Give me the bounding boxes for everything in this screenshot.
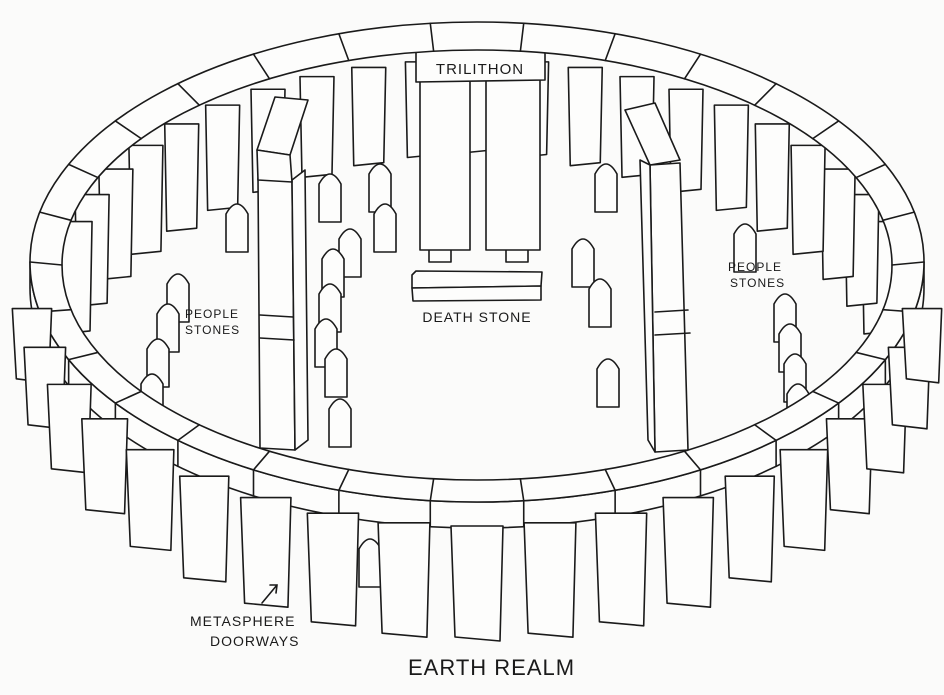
lintel-joint xyxy=(177,82,201,107)
arrow-icon xyxy=(261,584,278,604)
lintel-joint xyxy=(338,32,350,62)
lintel-joint xyxy=(252,53,271,80)
lintel-joint xyxy=(604,468,616,492)
metasphere-label-2: DOORWAYS xyxy=(210,633,299,649)
people-stone xyxy=(594,163,618,213)
lintel-joint xyxy=(753,423,777,442)
upright-stone xyxy=(377,521,431,638)
upright-stone xyxy=(125,448,175,552)
back-upright-stone xyxy=(204,104,241,212)
back-upright-stone xyxy=(713,104,750,212)
lintel-joint xyxy=(519,22,525,52)
people-stones-left-label-2: STONES xyxy=(185,323,240,337)
front-uprights xyxy=(11,307,943,642)
back-upright-stone xyxy=(790,144,826,256)
trilithon-right-pillar xyxy=(485,77,541,251)
upright-stone xyxy=(662,496,715,608)
lintel-joint xyxy=(855,351,887,361)
lintel-joint xyxy=(882,211,916,222)
lintel-joint xyxy=(114,120,143,140)
lintel-joint xyxy=(811,390,840,404)
upright-stone xyxy=(825,418,873,515)
upright-stone xyxy=(450,525,504,642)
upright-stone xyxy=(523,521,577,638)
lintel-joint xyxy=(519,478,525,502)
lintel-ring xyxy=(29,21,925,529)
upright-stone xyxy=(779,448,829,552)
people-stone xyxy=(373,203,397,253)
back-upright-stone xyxy=(754,123,791,232)
lintel-joints xyxy=(29,22,925,528)
lintel-joint xyxy=(252,450,271,471)
lintel-joint xyxy=(67,351,99,361)
lintel-joint xyxy=(177,423,201,442)
people-stone xyxy=(733,223,757,273)
back-upright-stone xyxy=(350,66,387,167)
lintel-joint xyxy=(67,163,99,179)
lintel-joint xyxy=(753,82,777,107)
trilithon: TRILITHON xyxy=(415,47,546,251)
upright-stone xyxy=(306,512,360,627)
upright-stone xyxy=(724,475,776,583)
people-stone xyxy=(596,358,620,408)
lintel-joint xyxy=(38,211,72,222)
people-stone xyxy=(328,398,352,448)
people-stone xyxy=(571,238,595,288)
upright-stone xyxy=(81,418,129,515)
lintel-joint xyxy=(429,22,435,52)
lintel-joint xyxy=(811,120,840,140)
lintel-joint xyxy=(114,390,143,404)
people-stone xyxy=(318,173,342,223)
people-stones-left-label-1: PEOPLE xyxy=(185,307,239,321)
back-upright-stone xyxy=(299,75,335,179)
people-stone xyxy=(368,163,392,213)
trilithon-left-pillar xyxy=(419,77,471,251)
lintel-joint xyxy=(891,261,925,266)
back-upright-stone xyxy=(163,123,200,232)
lintel-joint xyxy=(429,478,435,502)
back-upright-stone xyxy=(128,144,164,256)
diagram-title: EARTH REALM xyxy=(408,655,575,680)
upright-stone xyxy=(239,496,292,608)
people-stones-right-label-2: STONES xyxy=(730,276,785,290)
lintel-joint xyxy=(338,468,350,492)
people-stone xyxy=(324,348,348,398)
people-stones-right-label-1: PEOPLE xyxy=(728,260,782,274)
right-tall-stone xyxy=(624,102,691,453)
left-tall-stone xyxy=(256,96,309,451)
death-stone-label: DEATH STONE xyxy=(422,309,531,325)
lintel-joint xyxy=(855,163,887,179)
people-stone xyxy=(358,538,382,588)
people-stone xyxy=(588,278,612,328)
metasphere-label-1: METASPHERE xyxy=(190,613,295,629)
upright-stone xyxy=(594,512,648,627)
lintel-joint xyxy=(683,53,702,80)
back-upright-stone xyxy=(567,66,604,167)
back-upright-stone xyxy=(820,168,856,281)
upright-stone xyxy=(178,475,230,583)
lintel-joint xyxy=(683,450,702,471)
trilithon-label: TRILITHON xyxy=(436,61,524,78)
lintel-joint xyxy=(604,32,616,62)
death-stone: DEATH STONE xyxy=(411,270,543,325)
lintel-joint xyxy=(29,261,63,266)
upright-stone xyxy=(901,307,943,384)
people-stone xyxy=(225,203,249,253)
